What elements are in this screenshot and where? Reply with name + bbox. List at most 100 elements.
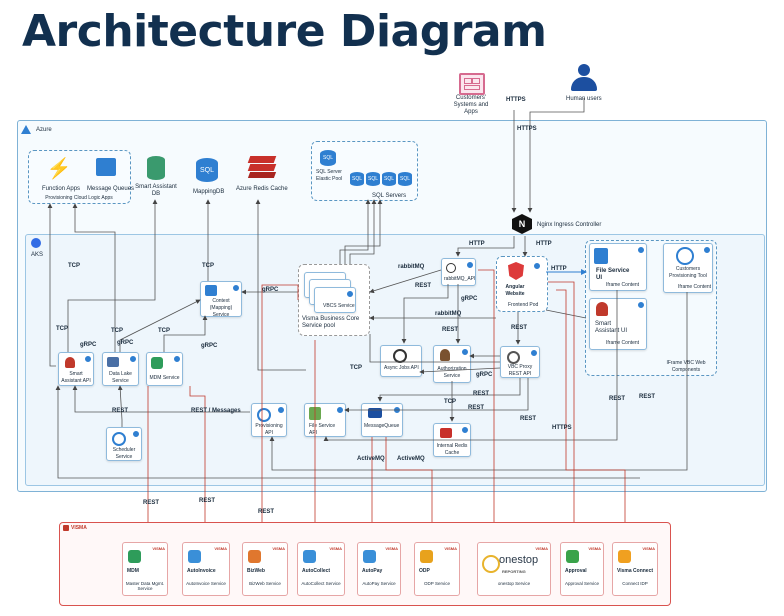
mdm-service-icon — [151, 357, 163, 369]
smart-assistant-ui-note: Iframe Content — [606, 340, 640, 346]
customer-tool-card[interactable]: Customers Provisioning Tool Iframe Conte… — [663, 243, 713, 293]
message-queues-icon — [96, 158, 116, 176]
autopay-icon — [363, 550, 376, 563]
visma-service-tag: VISMA — [329, 546, 342, 551]
nginx-label: Nginx Ingress Controller — [537, 222, 602, 228]
file-service-ui-card[interactable]: File Service UI Iframe Content — [589, 243, 647, 291]
conn-tcp-mdm: TCP — [158, 328, 170, 334]
vbc-proxy-label: VBC Proxy REST API — [507, 364, 533, 377]
iframe-group-label: IFrame VBC Web Components — [666, 360, 706, 373]
line-red-connect — [556, 289, 628, 541]
smart-assistant-api-label: Smart Assistant API — [61, 371, 91, 384]
conn-http-rabbit: HTTP — [469, 241, 485, 247]
azure-icon — [21, 125, 31, 134]
sql-db-text-1: SQL — [351, 176, 362, 182]
conn-rest-messages: REST / Messages — [191, 408, 241, 414]
file-service-ui-badge — [637, 246, 645, 254]
conn-grpc-proxy: gRPC — [476, 372, 493, 378]
provisioning-group-label: Provisioning Cloud Logic Apps — [45, 195, 113, 201]
vbc-proxy-icon — [507, 351, 520, 364]
context-service-card[interactable]: Context (Mapping) Service — [200, 281, 242, 318]
rabbitmq-api-badge — [466, 261, 474, 269]
angular-badge — [533, 262, 541, 270]
smart-assistant-api-card[interactable]: Smart Assistant API — [58, 352, 94, 386]
customers-icon — [459, 73, 485, 95]
smart-assistant-ui-icon — [596, 302, 608, 316]
context-service-icon — [205, 285, 217, 296]
line-datalake-func — [72, 203, 116, 352]
visma-service-desc: Connect IDP — [622, 581, 648, 586]
conn-rest-rabbit: REST — [415, 283, 432, 289]
rabbitmq-api-label: rabbitMQ_API — [444, 276, 476, 282]
mdm-service-card[interactable]: MDM Service — [146, 352, 183, 386]
vbcs-service-label: VBCS Service — [323, 303, 355, 309]
line-pool-redis — [255, 199, 306, 371]
smart-assistant-api-icon — [65, 357, 75, 368]
visma-service-tag: VISMA — [152, 546, 165, 551]
conn-https-approval: HTTPS — [552, 425, 572, 431]
customer-tool-badge — [703, 246, 711, 254]
smart-assistant-ui-card[interactable]: Smart Assistant UI Iframe Content — [589, 298, 647, 350]
visma-service-desc: Approval Service — [564, 581, 600, 586]
visma-service-tag: VISMA — [272, 546, 285, 551]
authorization-card[interactable]: Authorization Service — [433, 345, 471, 383]
autoinvoice-icon — [188, 550, 201, 563]
aks-label: AKS — [31, 252, 44, 258]
visma-service-name: AutoPay — [362, 568, 383, 574]
conn-tcp-proxy: TCP — [350, 365, 362, 371]
approval-icon — [566, 550, 579, 563]
visma-service-tag: VISMA — [642, 546, 655, 551]
vbcs-service-card[interactable]: VBCS Service — [314, 287, 356, 313]
sql-elastic-text: SQL — [322, 155, 333, 161]
visma-service-name: BizWeb — [247, 568, 265, 574]
visma-service-tag: VISMA — [385, 546, 398, 551]
conn-http-angular: HTTP — [536, 241, 552, 247]
conn-rabbitmq-angular: rabbitMQ — [435, 311, 462, 317]
rabbitmq-api-icon — [446, 263, 456, 273]
line-red-odp — [385, 437, 435, 541]
line-pool-sql3 — [344, 199, 383, 264]
line-red-onestop — [478, 269, 497, 541]
smart-assistant-ui-badge — [637, 301, 645, 309]
conn-rest-pool: REST — [442, 327, 459, 333]
visma-service-name: MDM — [127, 568, 139, 574]
line-scheduler — [117, 385, 123, 427]
odp-icon — [420, 550, 433, 563]
provisioning-api-card[interactable]: Provisioning API — [251, 403, 287, 437]
scheduler-badge — [132, 430, 140, 438]
conn-tcp-mapping: TCP — [202, 263, 214, 269]
sql-db-text-2: SQL — [367, 176, 378, 182]
smart-assistant-api-badge — [84, 355, 92, 363]
sql-db-icon-3: SQL — [382, 172, 396, 186]
line-red-approval — [548, 281, 577, 541]
conn-rest-angular: REST — [511, 325, 528, 331]
conn-rest-msgq: REST — [468, 405, 485, 411]
vbcs-service-badge — [346, 290, 354, 298]
line-red-autoinvoice — [189, 386, 208, 541]
line-rabbit-async — [401, 284, 449, 344]
mdm-service-badge — [173, 355, 181, 363]
async-jobs-card[interactable]: Async Jobs API — [380, 345, 422, 377]
line-proxy-fileapi — [344, 378, 529, 413]
visma-service-name: ODP — [419, 568, 430, 574]
scheduler-card[interactable]: Scheduler Service — [106, 427, 142, 461]
conn-grpc-datalake: gRPC — [117, 340, 134, 346]
conn-rest-fileui: REST — [609, 396, 626, 402]
visma-service-desc: onestop Service — [497, 581, 531, 586]
vbc-proxy-card[interactable]: VBC Proxy REST API — [500, 346, 540, 378]
visma-service-desc: BizWeb Service — [249, 581, 281, 586]
provisioning-api-icon — [257, 408, 271, 422]
rabbitmq-api-card[interactable]: rabbitMQ_API — [441, 258, 476, 286]
file-service-api-card[interactable]: File Service API — [304, 403, 346, 437]
data-lake-card[interactable]: Data Lake Service — [102, 352, 139, 386]
